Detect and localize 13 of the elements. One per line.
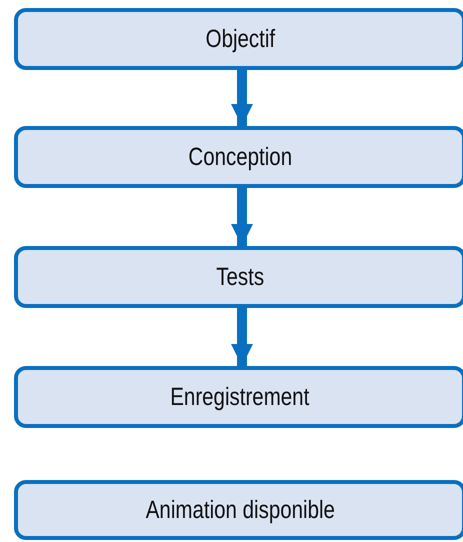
process-box (14, 246, 463, 308)
box-label: Conception (188, 142, 292, 172)
process-box (14, 366, 463, 428)
arrow (231, 70, 253, 126)
box-label: Animation disponible (145, 496, 335, 524)
arrow (231, 308, 253, 366)
process-box (14, 8, 463, 70)
box-label: Objectif (205, 24, 275, 54)
process-box (14, 480, 463, 540)
process-box (14, 126, 463, 188)
box-label: Enregistrement (170, 382, 310, 412)
box-label: Tests (216, 262, 264, 292)
arrow (231, 188, 253, 246)
